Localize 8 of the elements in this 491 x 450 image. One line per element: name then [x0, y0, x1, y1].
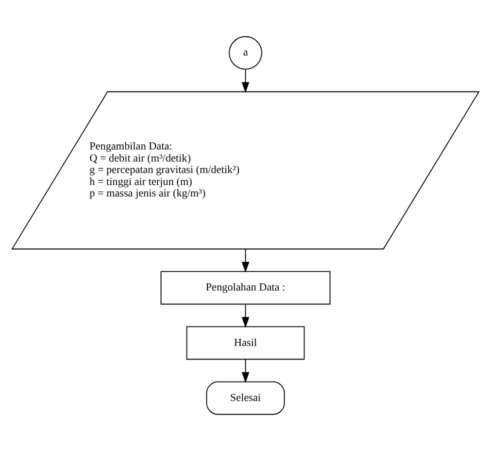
arrow [242, 358, 250, 382]
node-box: Hasil [186, 326, 305, 360]
arrow [242, 248, 250, 272]
node-box: Selesai [206, 380, 285, 414]
node-box: Pengolahan Data : [160, 270, 330, 304]
node-circle: a [228, 36, 262, 70]
arrow [242, 303, 250, 328]
arrow [242, 68, 250, 92]
